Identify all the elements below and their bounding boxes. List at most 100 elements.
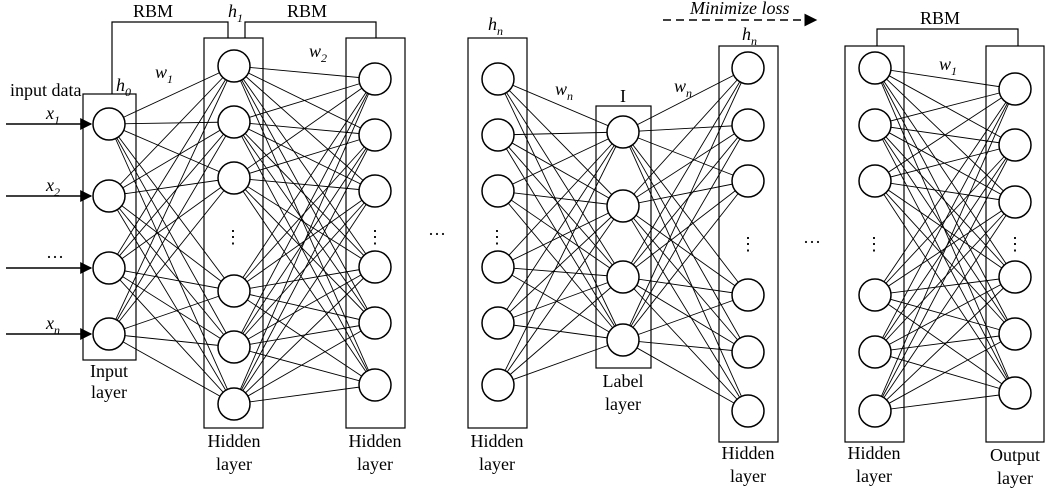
node-input-3 [92,251,126,285]
node-h2-3 [358,174,392,208]
edge-input-h1 [108,177,235,197]
edge-hlast-output [874,144,1016,182]
edge-hn-label [497,78,624,341]
symbol-h0-sub: 0 [125,85,131,99]
hidden-layer-n2-box [718,45,779,443]
hidden-layer-n-label-1: Hidden [471,431,524,451]
node-output-2 [998,128,1032,162]
edge-h1-h2 [233,266,376,348]
edge-hn-label [497,78,624,207]
edge-hlast-output [874,276,1016,412]
hidden-layer-2-box [345,37,406,429]
symbol-wn-b-base: w [674,76,686,96]
edge-input-h1 [108,123,235,348]
edge-input-h1 [108,177,235,269]
nodes [92,49,1032,428]
symbol-x1-sub: 1 [54,113,60,127]
edge-label-hn2 [622,124,749,341]
edge-input-h1 [108,267,235,405]
node-hn2-1 [731,51,765,85]
edge-hn-label [497,131,624,192]
symbol-h0-base: h [116,75,125,95]
edge-h1-h2 [233,65,376,386]
node-hn-5 [481,306,515,340]
edge-label-hn2 [622,339,749,353]
minimize-loss-label: Minimize loss [689,0,790,18]
symbol-xn-base: x [45,313,54,333]
symbol-hn-a: hn [488,14,503,38]
symbol-hn-a-sub: n [497,24,503,38]
edge-hn-label [497,266,624,341]
edge-hn-label [497,205,624,268]
edge-label-hn2 [622,67,749,133]
edge-h1-h2 [233,78,376,292]
node-hlast-5 [858,335,892,369]
node-h2-6 [358,368,392,402]
edge-input-h1 [108,65,235,335]
edge-input-h1 [108,333,235,348]
edge-hn-label [497,131,624,386]
symbol-w2-sub: 2 [321,51,327,65]
edge-input-h1 [108,195,235,292]
edge-hlast-output [874,276,1016,296]
node-h1-3 [217,161,251,195]
node-label-4 [606,323,640,357]
edge-h1-h2 [233,78,376,123]
edge-h1-h2 [233,78,376,348]
symbol-wn-a: wn [555,79,573,103]
hidden-layer-last-label-1: Hidden [848,443,901,463]
edge-hn-label [497,131,624,324]
hidden-layer-n2-label-2: layer [730,466,766,486]
output-layer-label-1: Output [990,445,1040,465]
edge-input-h1 [108,267,235,292]
edge-hlast-output [874,67,1016,146]
edge-hlast-output [874,392,1016,412]
edge-h1-h2 [233,266,376,292]
hidden-layer-n-label-2: layer [479,454,515,474]
input-layer-label-1: Input [90,361,128,381]
edge-input-h1 [108,121,235,197]
input-layer-label-2: layer [91,382,127,402]
edge-hn-label [497,190,624,207]
symbol-w2-base: w [309,41,321,61]
symbol-w2: w2 [309,41,327,65]
node-input-2 [92,179,126,213]
edge-hn-label [497,134,624,278]
edge-h1-h2 [233,190,376,405]
edge-hn-label [497,134,624,207]
node-output-3 [998,185,1032,219]
edge-h1-h2 [233,134,376,179]
edge-input-h1 [108,121,235,269]
rbm-bracket-1 [111,21,229,94]
edge-h1-h2 [233,266,376,405]
symbol-x1-base: x [45,103,54,123]
symbol-x-dots-base: ··· [46,247,64,267]
symbol-w1-b: w1 [939,54,957,78]
node-input-1 [92,107,126,141]
node-h2-5 [358,306,392,340]
edge-hlast-output [874,144,1016,353]
edge-hn-label [497,266,624,278]
hidden-layer-2-label-2: layer [357,454,393,474]
node-h1-5 [217,330,251,364]
edge-label-hn2 [622,205,749,412]
edge-hn-label [497,339,624,386]
node-hlast-6 [858,394,892,428]
edge-label-hn2 [622,124,749,133]
symbol-wn-b-sub: n [686,86,692,100]
edge-h1-h2 [233,346,376,386]
symbol-hn-b: hn [742,24,757,48]
edge-input-h1 [108,121,235,335]
edge-label-hn2 [622,131,749,353]
node-hn2-6 [731,394,765,428]
hidden-layer-last-label-2: layer [856,466,892,486]
edge-hlast-output [874,276,1016,353]
edge-input-h1 [108,123,235,292]
edge-label-hn2 [622,294,749,341]
node-h2-1 [358,62,392,96]
rbm-label-2: RBM [287,1,327,21]
edge-label-hn2 [622,180,749,278]
edge-label-hn2 [622,205,749,296]
edge-h1-h2 [233,177,376,268]
